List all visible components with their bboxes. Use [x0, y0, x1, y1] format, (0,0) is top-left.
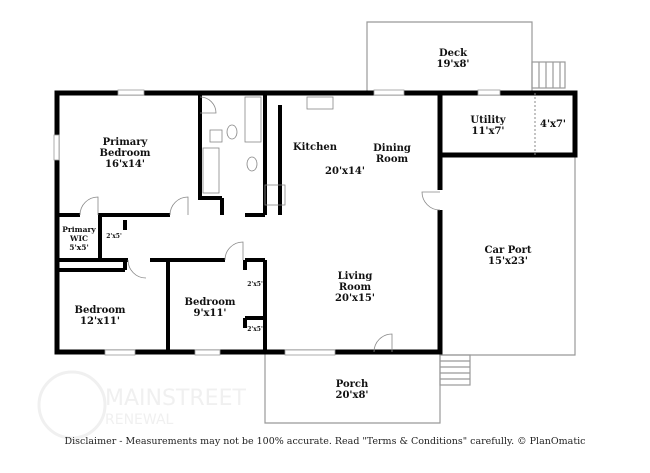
- utility-size: 11'x7': [472, 126, 505, 137]
- porch-size: 20'x8': [336, 390, 369, 401]
- door-icon: [169, 196, 189, 216]
- porch-stairs: [439, 354, 471, 386]
- deck-size: 19'x8': [437, 59, 470, 70]
- closet-b-size: 2'x5': [247, 281, 263, 288]
- primary-bedroom-name2: Bedroom: [100, 148, 151, 159]
- utility-name: Utility: [470, 115, 506, 126]
- kitchen-dining-size: 20'x14': [325, 166, 365, 177]
- door-icon: [199, 96, 217, 114]
- deck-name: Deck: [439, 48, 468, 59]
- interior-walls: [57, 93, 536, 352]
- bedroom-2-name: Bedroom: [185, 297, 236, 308]
- deck-outline: [366, 21, 533, 93]
- door-icon: [79, 196, 99, 216]
- windows: [53, 89, 501, 356]
- bathtub-icon: [202, 147, 220, 194]
- fixtures: [79, 96, 441, 353]
- storage-size: 4'x7': [540, 119, 566, 130]
- door-icon: [224, 241, 244, 261]
- primary-wic-name2: WIC: [69, 234, 88, 243]
- kitchen-name: Kitchen: [293, 142, 338, 153]
- bedroom-2-size: 9'x11': [194, 308, 227, 319]
- closet-a-size: 2'x5': [106, 233, 122, 240]
- porch-outline: [264, 352, 441, 424]
- kitchen-sink-icon: [306, 96, 334, 110]
- primary-wic-name1: Primary: [62, 225, 96, 234]
- stove-icon: [264, 184, 286, 206]
- dining-room-name1: Dining: [373, 143, 411, 154]
- door-icon: [373, 333, 393, 353]
- mainstreet-renewal-watermark: MAINSTREET RENEWAL: [37, 370, 246, 440]
- living-room-name2: Room: [339, 282, 372, 293]
- disclaimer-text: Disclaimer - Measurements may not be 100…: [64, 436, 586, 447]
- primary-bedroom-name1: Primary: [103, 137, 149, 148]
- watermark-line2: RENEWAL: [105, 412, 174, 428]
- exterior-walls: [54, 90, 578, 355]
- living-room-name1: Living: [338, 271, 373, 282]
- sink-icon: [209, 129, 223, 143]
- car-port-name: Car Port: [485, 245, 532, 256]
- watermark-logo-icon: [37, 370, 107, 440]
- porch-name: Porch: [336, 379, 369, 390]
- closet-c-size: 2'x5': [247, 326, 263, 333]
- living-room-size: 20'x15': [335, 293, 375, 304]
- room-labels: Deck 19'x8' Primary Bedroom 16'x14' Kitc…: [62, 48, 566, 401]
- watermark-line1: MAINSTREET: [105, 386, 246, 411]
- bedroom-1-size: 12'x11': [80, 316, 120, 327]
- bathtub-icon: [244, 96, 262, 143]
- door-icon: [127, 259, 147, 279]
- bedroom-1-name: Bedroom: [75, 305, 126, 316]
- car-port-size: 15'x23': [488, 256, 528, 267]
- door-icon: [421, 191, 441, 211]
- primary-wic-size: 5'x5': [69, 243, 89, 252]
- toilet-icon: [246, 156, 258, 172]
- deck-stairs: [531, 61, 566, 89]
- exterior-areas: [264, 21, 576, 424]
- primary-bedroom-size: 16'x14': [105, 159, 145, 170]
- dining-room-name2: Room: [376, 154, 409, 165]
- toilet-icon: [226, 124, 238, 140]
